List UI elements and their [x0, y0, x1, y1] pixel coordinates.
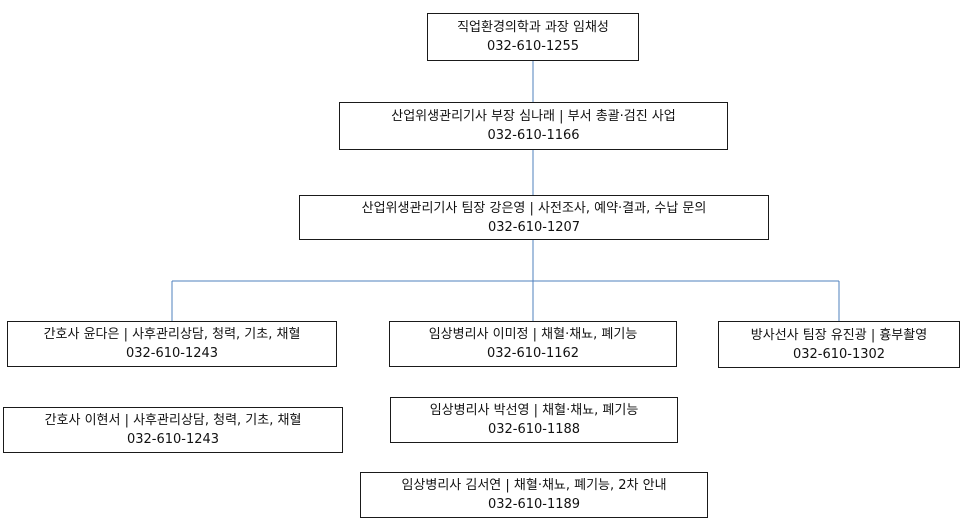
node-phone: 032-610-1162 — [486, 346, 580, 361]
org-node-chief: 직업환경의학과 과장 임채성 032-610-1255 — [427, 13, 639, 61]
node-title: 임상병리사 김서연 | 채혈·채뇨, 폐기능, 2차 안내 — [401, 478, 667, 493]
node-title: 산업위생관리기사 팀장 강은영 | 사전조사, 예약·결과, 수납 문의 — [361, 200, 707, 216]
org-node-nurse-yoon: 간호사 윤다은 | 사후관리상담, 청력, 기초, 채혈 032-610-124… — [7, 321, 337, 367]
node-phone: 032-610-1189 — [487, 497, 581, 512]
node-phone: 032-610-1302 — [792, 346, 886, 362]
node-title: 임상병리사 이미정 | 채혈·채뇨, 폐기능 — [428, 327, 638, 342]
node-phone: 032-610-1166 — [487, 128, 580, 143]
node-phone: 032-610-1255 — [486, 39, 580, 54]
node-phone: 032-610-1243 — [126, 432, 220, 447]
org-node-manager: 산업위생관리기사 부장 심나래 | 부서 총괄·검진 사업 032-610-11… — [339, 102, 728, 150]
node-phone: 032-610-1243 — [125, 346, 219, 361]
node-title: 산업위생관리기사 부장 심나래 | 부서 총괄·검진 사업 — [391, 109, 676, 124]
org-node-nurse-lee: 간호사 이현서 | 사후관리상담, 청력, 기초, 채혈 032-610-124… — [3, 407, 343, 453]
node-title: 간호사 윤다은 | 사후관리상담, 청력, 기초, 채혈 — [43, 327, 301, 342]
node-title: 직업환경의학과 과장 임채성 — [457, 20, 609, 35]
org-node-pathologist-park: 임상병리사 박선영 | 채혈·채뇨, 폐기능 032-610-1188 — [390, 397, 678, 443]
node-title: 임상병리사 박선영 | 채혈·채뇨, 폐기능 — [429, 403, 639, 418]
org-node-radiologist: 방사선사 팀장 유진광 | 흉부촬영 032-610-1302 — [718, 321, 960, 368]
org-node-pathologist-kim: 임상병리사 김서연 | 채혈·채뇨, 폐기능, 2차 안내 032-610-11… — [360, 472, 708, 518]
node-title: 방사선사 팀장 유진광 | 흉부촬영 — [750, 327, 928, 343]
node-title: 간호사 이현서 | 사후관리상담, 청력, 기초, 채혈 — [44, 413, 302, 428]
node-phone: 032-610-1207 — [487, 219, 581, 235]
org-node-team-leader: 산업위생관리기사 팀장 강은영 | 사전조사, 예약·결과, 수납 문의 032… — [299, 195, 769, 240]
org-node-pathologist-lee: 임상병리사 이미정 | 채혈·채뇨, 폐기능 032-610-1162 — [389, 321, 677, 367]
node-phone: 032-610-1188 — [487, 422, 581, 437]
